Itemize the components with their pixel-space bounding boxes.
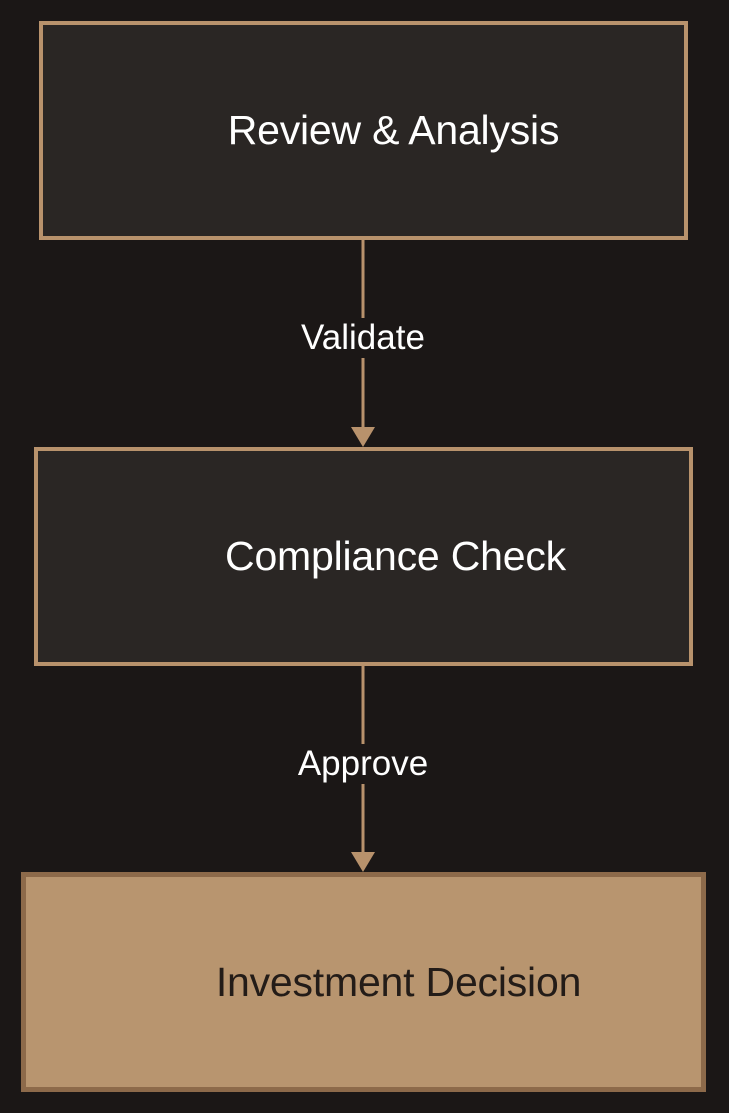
- arrowhead-to-compliance: [351, 427, 375, 447]
- investment-decision-label: Investment Decision: [215, 958, 582, 1005]
- review-analysis-label: Review & Analysis: [227, 107, 560, 153]
- investment-decision-node: Investment Decision: [21, 872, 706, 1092]
- review-analysis-node: Review & Analysis: [39, 21, 688, 240]
- compliance-check-label: Compliance Check: [225, 533, 566, 579]
- arrowhead-to-decision: [351, 852, 375, 872]
- validate-edge-label: Validate: [256, 318, 470, 358]
- compliance-check-node: Compliance Check: [34, 447, 693, 666]
- approve-edge-label: Approve: [256, 744, 470, 784]
